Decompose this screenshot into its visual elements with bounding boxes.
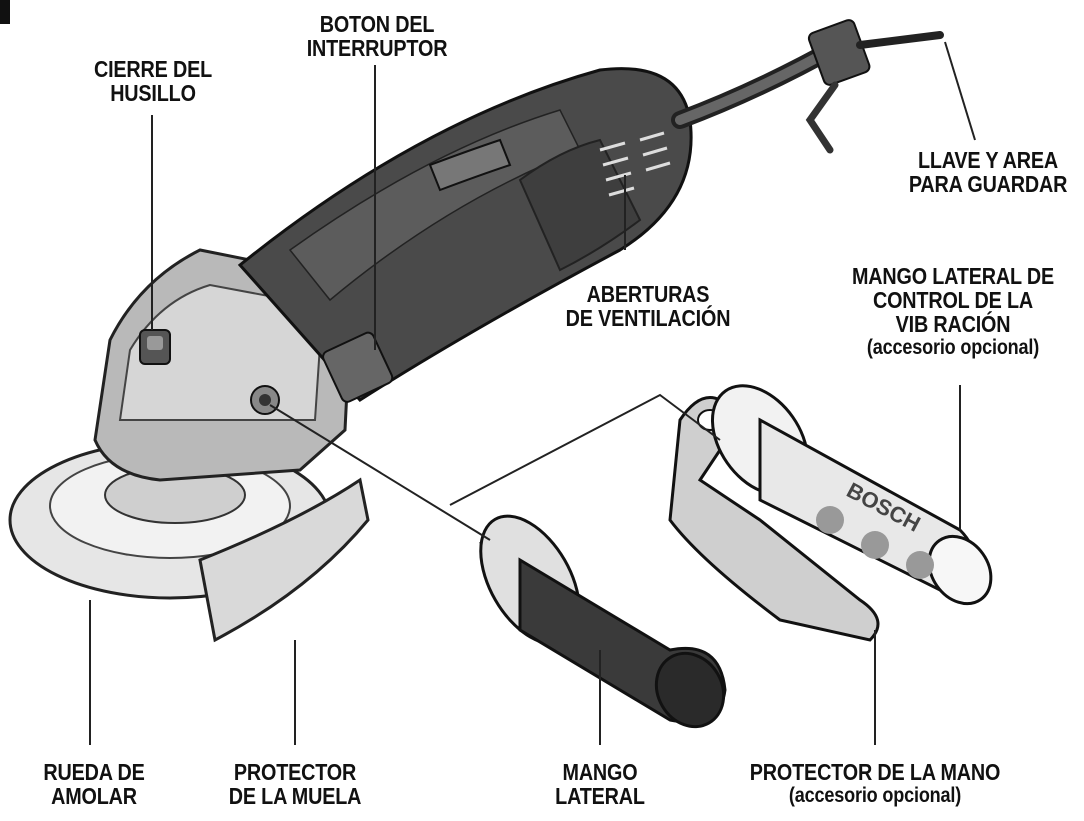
- wheel-guard: [198, 477, 370, 643]
- label-mango-lateral: MANGO LATERAL: [555, 759, 645, 809]
- leader-lines: [89, 41, 976, 745]
- power-cord: [671, 19, 944, 154]
- side-handle: [479, 514, 727, 729]
- label-mango-lateral-vibracion: MANGO LATERAL DE CONTROL DE LA VIB RACIÓ…: [851, 263, 1054, 359]
- label-cierre-husillo: CIERRE DEL HUSILLO: [93, 56, 213, 106]
- vibration-control-handle: BOSCH: [710, 384, 993, 606]
- label-protector-mano: PROTECTOR DE LA MANO (accesorio opcional…: [749, 759, 1001, 807]
- label-protector-muela: PROTECTOR DE LA MUELA: [228, 759, 362, 809]
- label-rueda-amolar: RUEDA DE AMOLAR: [43, 759, 145, 809]
- label-llave-area: LLAVE Y AREA PARA GUARDAR: [908, 147, 1068, 197]
- label-aberturas-ventilacion: ABERTURAS DE VENTILACIÓN: [565, 281, 731, 331]
- corner-mark: [0, 0, 10, 24]
- ventilation-slots: [599, 131, 671, 197]
- motor-body: [237, 67, 693, 403]
- label-boton-interruptor: BOTON DEL INTERRUPTOR: [306, 11, 448, 61]
